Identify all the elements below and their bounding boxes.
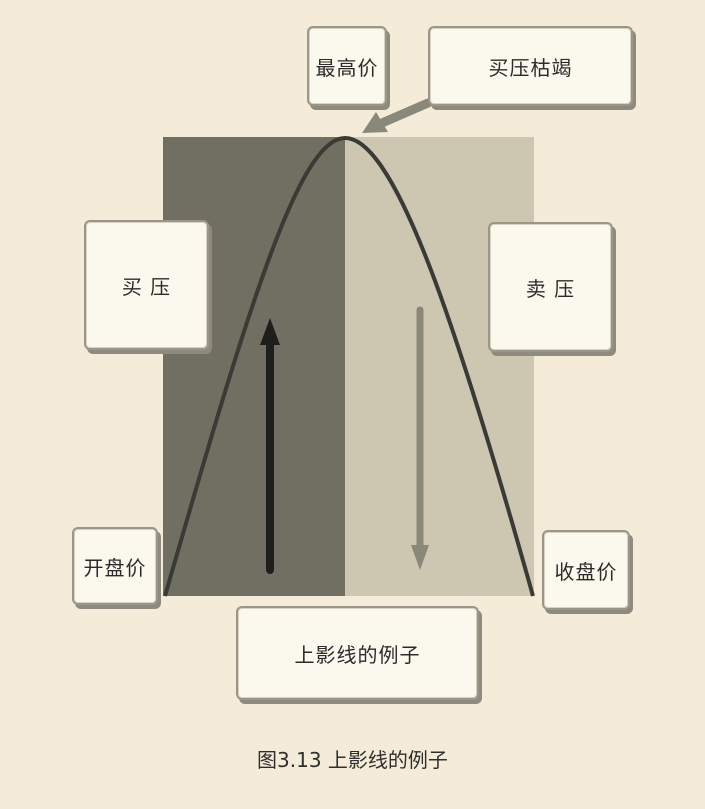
highest-price-label: 最高价 [307, 26, 387, 106]
buying-pressure-label: 买 压 [84, 220, 209, 350]
buying-pressure-panel [163, 137, 345, 596]
buying-exhausted-label: 买压枯竭 [428, 26, 633, 106]
selling-pressure-panel [345, 137, 534, 596]
close-price-label: 收盘价 [542, 530, 630, 610]
arrow-down-icon [411, 306, 429, 570]
open-price-label: 开盘价 [72, 527, 158, 605]
arrow-up-icon [260, 318, 280, 574]
price-path-curve [163, 135, 535, 597]
pointer-arrow-icon [362, 98, 433, 133]
figure-caption: 图3.13 上影线的例子 [257, 748, 448, 772]
diagram-title-box: 上影线的例子 [236, 606, 479, 700]
selling-pressure-label: 卖 压 [488, 222, 613, 352]
